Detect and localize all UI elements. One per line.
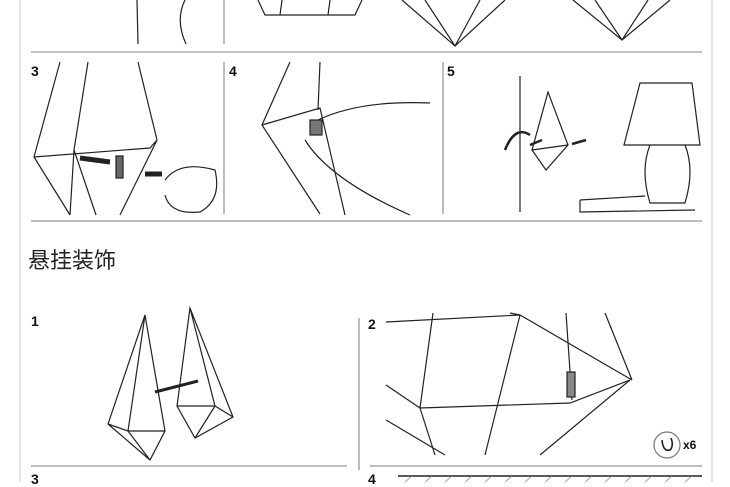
magnet-quantity: x6 [683, 438, 697, 452]
page-border [19, 0, 713, 482]
step-number: 4 [368, 471, 376, 487]
step-number: 1 [31, 313, 39, 329]
step-number: 3 [31, 63, 39, 79]
step-number: 3 [31, 471, 39, 487]
magnet-icon [653, 431, 681, 459]
step-number: 2 [368, 316, 376, 332]
section-title: 悬挂装饰 [28, 249, 117, 274]
step-number: 4 [229, 63, 237, 79]
dividers [31, 0, 702, 470]
top-row-drawings [136, 0, 671, 48]
row-two-drawings [33, 61, 701, 216]
step-number: 5 [447, 63, 455, 79]
hanging-drawings [107, 305, 702, 482]
